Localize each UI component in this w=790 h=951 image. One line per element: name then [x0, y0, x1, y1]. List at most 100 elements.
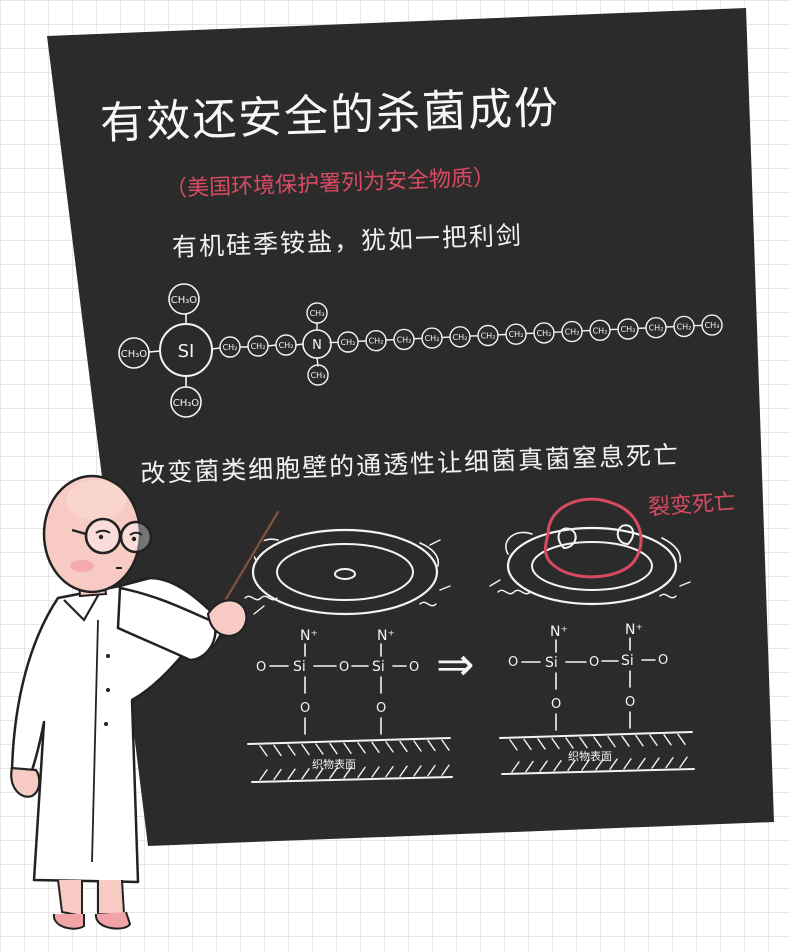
hatch-mark — [663, 734, 672, 746]
n-plus-label: N⁺ — [300, 628, 318, 644]
hatch-mark — [399, 740, 408, 753]
methoxy-left-label: CH₃O — [121, 349, 148, 360]
ch2-label: CH₂ — [397, 335, 412, 344]
hatch-mark — [427, 739, 436, 752]
methoxy-left — [118, 337, 150, 369]
o-label: O — [256, 660, 266, 675]
hatch-mark — [273, 744, 282, 757]
hatch-mark — [371, 766, 380, 778]
hatch-mark — [273, 768, 282, 781]
substrate-label: 织物表面 — [568, 749, 612, 763]
hatch-mark — [509, 739, 518, 751]
methyl-bottom — [307, 364, 329, 386]
methoxy-bottom — [170, 386, 202, 418]
ch3-label: CH₃ — [705, 321, 720, 330]
si-label: Si — [293, 659, 306, 675]
o-label: O — [589, 655, 599, 670]
si-atom-label: SI — [178, 341, 195, 362]
hatch-mark — [385, 765, 394, 778]
hatch-mark — [593, 736, 602, 748]
hatch-mark — [525, 760, 534, 773]
ch2-label: CH₂ — [251, 342, 266, 351]
transition-arrow: ⇒ — [436, 637, 475, 691]
hatch-mark — [399, 765, 408, 777]
hatch-mark — [581, 759, 590, 771]
hatch-mark — [343, 742, 352, 754]
cell-diagram-before: N⁺ N⁺ O Si O Si O O O 织物表面 — [244, 528, 453, 783]
hatch-mark — [609, 758, 618, 770]
cell-diagram-after: 裂变死亡 N⁺ N⁺ O Si O Si O O O 织物表面 — [489, 490, 737, 775]
ch2-group — [421, 327, 443, 349]
hatch-mark — [357, 766, 366, 779]
hatch-mark — [621, 735, 630, 747]
hatch-mark — [315, 767, 324, 780]
hatch-mark — [565, 737, 574, 749]
ch2-group — [477, 324, 499, 347]
rupture-label: 裂变死亡 — [647, 490, 737, 521]
methyl-top — [306, 302, 328, 324]
hatch-mark — [637, 757, 646, 770]
ch2-label: CH₂ — [279, 341, 294, 350]
methyl-top-label: CH₃ — [310, 309, 325, 318]
hatch-mark — [579, 736, 588, 749]
ch2-label: CH₂ — [369, 337, 384, 346]
hatch-mark — [679, 756, 688, 768]
hatch-mark — [259, 769, 268, 781]
hatch-mark — [441, 739, 450, 751]
ch2-label: CH₂ — [621, 325, 636, 334]
methoxy-top-label: CH₃O — [171, 295, 198, 306]
n-plus-label: N⁺ — [377, 628, 395, 644]
professor-character — [10, 474, 281, 930]
ch2-group — [617, 318, 639, 340]
glasses-lens — [119, 520, 153, 554]
n-plus-label: N⁺ — [625, 622, 643, 638]
ch2-label: CH₂ — [537, 329, 552, 338]
hatch-mark — [665, 756, 674, 769]
hatch-mark — [301, 743, 310, 756]
molecule-diagram: SI CH₃O CH₃O CH₃O CH₂ CH₂ CH₂ N CH₃ CH₃ … — [118, 283, 723, 418]
hatch-mark — [607, 735, 616, 748]
hatch-mark — [357, 742, 366, 754]
methyl-bottom-label: CH₃ — [311, 371, 326, 380]
si-label: Si — [372, 659, 385, 675]
methoxy-bottom-label: CH₃O — [173, 398, 200, 409]
hatch-mark — [651, 757, 660, 769]
ch2-label: CH₂ — [481, 332, 496, 341]
ch2-label: CH₂ — [649, 324, 664, 333]
hatch-mark — [259, 745, 268, 757]
substrate-label: 织物表面 — [312, 757, 356, 771]
hatch-mark — [551, 737, 560, 750]
glasses-lens — [84, 517, 122, 555]
o-label: O — [376, 701, 386, 716]
hatch-mark — [427, 764, 436, 777]
ch2-label: CH₂ — [509, 330, 524, 339]
o-label: O — [300, 701, 310, 716]
hatch-mark — [635, 735, 644, 747]
o-label: O — [508, 655, 518, 670]
hatch-mark — [385, 741, 394, 753]
hatch-mark — [301, 768, 310, 780]
hatch-mark — [677, 733, 686, 746]
ch2-label: CH₂ — [453, 333, 468, 342]
n-plus-label: N⁺ — [550, 624, 568, 640]
nitrogen-atom-label: N — [312, 338, 322, 353]
hatch-mark — [537, 738, 546, 750]
si-label: Si — [545, 655, 558, 671]
ch3-terminal-group — [701, 314, 723, 336]
hatch-mark — [649, 734, 658, 746]
si-label: Si — [621, 653, 634, 669]
ch2-label: CH₂ — [341, 338, 356, 347]
hatch-mark — [315, 743, 324, 755]
hatch-mark — [623, 758, 632, 770]
ch2-group — [561, 320, 583, 343]
hatch-mark — [553, 760, 562, 772]
hatch-mark — [329, 742, 338, 755]
o-label: O — [339, 660, 349, 675]
o-label: O — [658, 653, 668, 668]
hatch-mark — [343, 767, 352, 779]
methoxy-top — [168, 283, 200, 315]
ch2-group — [365, 330, 387, 352]
hatch-mark — [539, 760, 548, 772]
lab-coat — [10, 576, 228, 884]
